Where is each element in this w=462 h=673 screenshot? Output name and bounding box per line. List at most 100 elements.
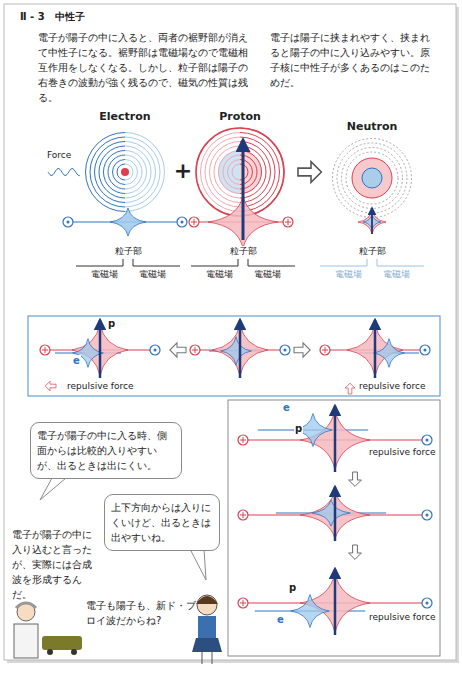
charge-symbol [243,600,244,606]
core-fill [218,150,240,194]
direction-arrow [170,343,186,357]
dimension-bracket [320,266,367,267]
panel-frame [28,316,440,396]
charge-symbol [422,598,432,608]
charge-symbol [45,347,46,353]
dimension-bracket [248,259,249,266]
wave-ring [342,148,403,209]
part-label: 粒子部 [358,246,387,257]
charge-symbol [189,217,199,227]
panel-frame [228,400,440,656]
wave-ring [196,128,284,216]
core-fill [352,158,392,198]
toy-train [42,636,82,650]
wave-ring [346,152,398,204]
part-label: 電磁場 [138,269,167,280]
wave-ring [86,133,126,212]
wave-ring [214,146,240,198]
character-leg [202,652,203,664]
wave-spike [110,208,146,236]
spin-arrow [334,569,337,635]
speech-text: 電子も陽子も、新ド・ブロイ波だからね? [86,598,196,628]
wave-spike [221,337,252,366]
charge-symbol [150,345,160,355]
charge-symbol [243,437,244,443]
wave-ring [95,142,125,203]
character-body [14,624,38,658]
charge-symbol [284,349,287,352]
spin-arrow [99,320,102,378]
dimension-bracket [191,266,238,267]
character-hair [196,596,218,604]
dimension-bracket [123,259,124,266]
charge-symbol [424,349,427,352]
force-label: Force [46,150,72,161]
dimension-bracket [238,259,239,266]
wave-ring [210,142,240,203]
wave-ring [232,164,240,180]
charge-symbol [177,217,187,227]
character-leg [212,652,213,664]
charge-symbol [40,345,50,355]
toy-wheel [71,649,77,655]
speech-text: 電子が陽子の中に入る時、側面からは比較的入りやすいが、出るときは出にくい。 [37,428,175,473]
particle-letter: e [282,402,291,414]
charge-symbol [67,221,70,224]
spin-arrow [371,208,373,234]
particle-name: Proton [219,110,261,123]
wave-ring [218,151,240,194]
dimension-bracket [248,266,295,267]
wave-ring [240,142,270,203]
spin-arrow [374,320,377,378]
particle-letter: p [107,318,116,330]
dimension-bracket [367,259,368,266]
charge-symbol [426,514,429,517]
wave-spike [291,595,330,628]
wave-ring [196,128,240,216]
charge-symbol [238,510,248,520]
charge-symbol [181,221,184,224]
charge-symbol [320,345,330,355]
direction-arrow [298,162,321,183]
wave-ring [240,137,275,207]
dimension-bracket [133,266,180,267]
force-label: repulsive force [358,381,427,392]
speech-text: 電子が陽子の中に入り込むと言ったが、実際には合成波を形成するんだ。 [12,527,100,602]
wave-ring [90,137,125,207]
toy-wheel [47,649,53,655]
dimension-bracket [133,259,134,266]
part-label: 電磁場 [334,269,363,280]
wave-ring [333,139,412,218]
spin-arrow [239,320,242,378]
wave-ring [240,128,284,216]
wave-ring [227,160,240,185]
part-label: 電磁場 [382,269,411,280]
body-text: 電子が陽子の中に入ると、両者の裾野部が消えて中性子になる。裾野部は電磁場なので電… [38,30,254,105]
wave-ring [125,137,160,207]
particle-name: Electron [99,110,150,123]
charge-symbol [426,602,429,605]
page-title: Ⅱ - 3 中性子 [20,11,85,23]
direction-arrow [349,472,362,486]
charge-symbol [63,217,73,227]
force-label: repulsive force [368,612,437,623]
charge-symbol [238,598,248,608]
charge-symbol [422,435,432,445]
speech-bubble: 上下方向からは入りにくいけど、出るときは出やすいね。 [104,494,220,551]
wave-ring [125,142,155,203]
dimension-bracket [377,266,424,267]
part-label: 電磁場 [90,269,119,280]
spin-arrow [334,487,337,541]
plus-sign: + [174,160,192,182]
charge-symbol [195,347,196,353]
dimension-bracket [76,266,123,267]
wave-ring [205,137,240,207]
spin-arrow [242,140,245,240]
particle-letter: p [288,582,297,594]
direction-arrow [345,383,355,394]
direction-arrow [294,343,310,357]
charge-symbol [325,347,326,353]
charge-symbol [288,219,289,225]
direction-arrow [45,381,56,391]
